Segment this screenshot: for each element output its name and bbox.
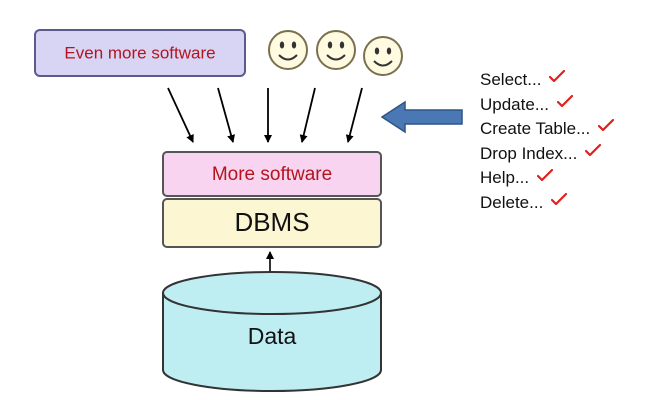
command-label: Delete... [480, 192, 544, 212]
dbms-box: DBMS [162, 198, 382, 248]
check-icon [537, 168, 554, 181]
arrow-line [299, 87, 316, 143]
dbms-label: DBMS [234, 207, 309, 237]
data-label: Data [248, 323, 297, 349]
arrow-line [167, 87, 194, 143]
even-more-software-label: Even more software [64, 43, 215, 62]
down-arrows [167, 87, 363, 143]
check-icon [557, 94, 573, 107]
check-icon [585, 144, 602, 157]
command-label: Create Table... [480, 119, 591, 139]
left-arrow-icon [380, 100, 463, 134]
command-item: Help... [480, 166, 614, 191]
command-label: Help... [480, 168, 530, 188]
command-item: Delete... [480, 191, 614, 216]
smiley-face-icon [316, 30, 356, 70]
smiley-face-icon [363, 36, 403, 76]
command-label: Update... [480, 94, 549, 114]
command-item: Drop Index... [480, 142, 614, 167]
check-icon [549, 70, 566, 83]
arrow-line [345, 87, 363, 143]
more-software-box: More software [162, 151, 382, 197]
check-icon [551, 193, 568, 206]
command-item: Update... [480, 93, 614, 118]
arrow-line [217, 87, 235, 143]
command-item: Select... [480, 68, 614, 93]
more-software-label: More software [212, 164, 332, 185]
command-list: Select... Update... Create Table... Drop In… [480, 68, 615, 216]
command-item: Create Table... [480, 117, 615, 142]
smiley-face-icon [268, 30, 308, 70]
data-cylinder: Data [162, 271, 382, 392]
check-icon [598, 119, 615, 132]
even-more-software-box: Even more software [34, 29, 246, 77]
command-label: Drop Index... [480, 143, 578, 163]
command-label: Select... [480, 70, 542, 89]
